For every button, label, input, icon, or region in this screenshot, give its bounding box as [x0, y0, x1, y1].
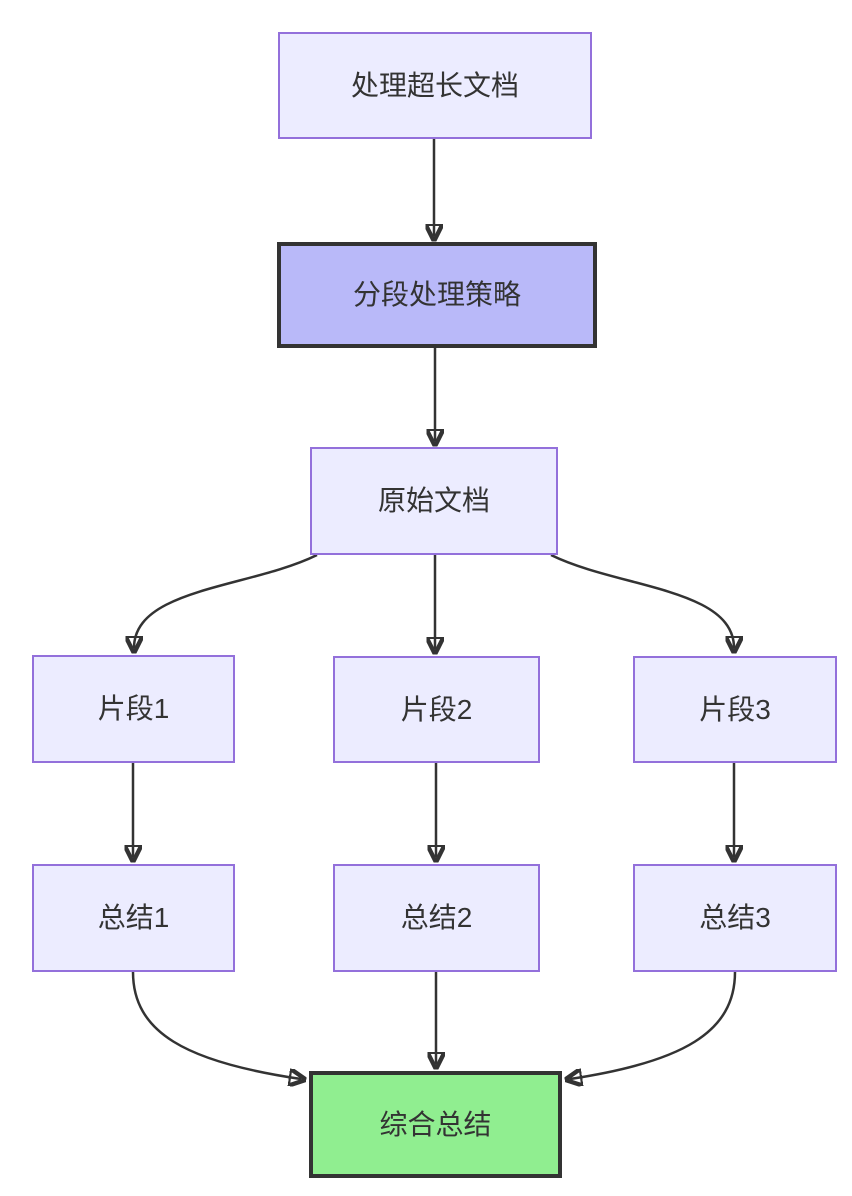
node-original-doc: 原始文档	[310, 447, 558, 555]
edge-e3-f	[570, 971, 737, 1079]
node-summary-2: 总结2	[333, 864, 540, 972]
node-segment-1: 片段1	[32, 655, 235, 763]
node-process-long-doc-label: 处理超长文档	[350, 69, 519, 101]
node-final-summary-label: 综合总结	[379, 1108, 492, 1140]
node-segmentation-strategy: 分段处理策略	[277, 242, 597, 348]
node-segment-2: 片段2	[333, 656, 540, 763]
node-summary-3-label: 总结3	[699, 902, 771, 933]
node-summary-2-label: 总结2	[400, 902, 473, 933]
node-segment-3: 片段3	[633, 656, 837, 763]
node-final-summary: 综合总结	[309, 1071, 562, 1178]
node-segmentation-strategy-label: 分段处理策略	[352, 279, 521, 310]
edge-c-d3	[550, 553, 734, 648]
node-original-doc-label: 原始文档	[377, 485, 490, 516]
edge-e1-f	[131, 971, 301, 1079]
node-summary-1: 总结1	[32, 864, 235, 972]
node-process-long-doc: 处理超长文档	[278, 32, 592, 139]
node-summary-3: 总结3	[633, 864, 837, 972]
node-segment-2-label: 片段2	[400, 693, 473, 725]
edge-c-d1	[134, 553, 318, 648]
node-segment-1-label: 片段1	[97, 693, 170, 724]
node-summary-1-label: 总结1	[97, 902, 170, 933]
node-segment-3-label: 片段3	[699, 693, 771, 725]
